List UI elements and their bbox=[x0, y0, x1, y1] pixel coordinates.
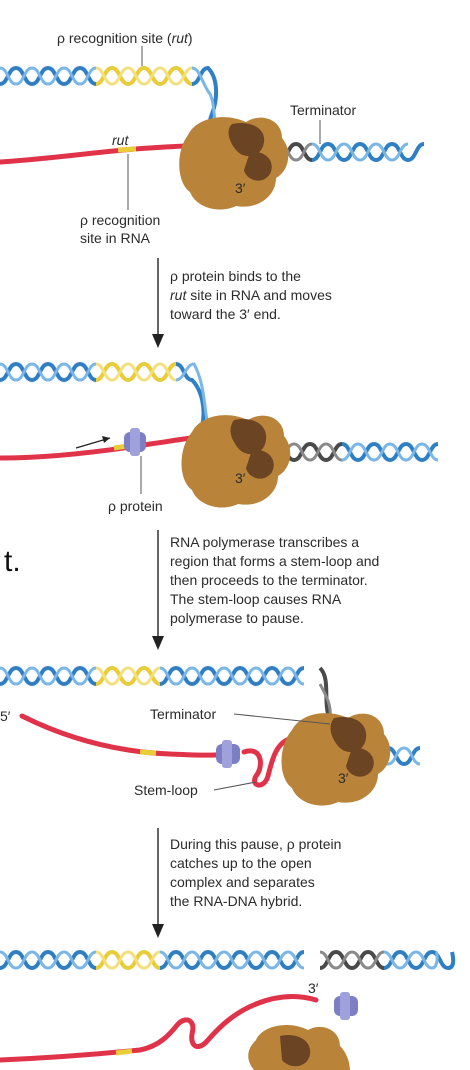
rho-protein-2 bbox=[124, 428, 146, 456]
step2-line3: then proceeds to the terminator. bbox=[170, 572, 368, 588]
panel-2 bbox=[0, 361, 439, 508]
step-arrow-1 bbox=[152, 258, 164, 348]
three-prime-label-4: 3′ bbox=[308, 980, 319, 996]
step-arrow-3 bbox=[152, 828, 164, 938]
step3-line2: catches up to the open bbox=[170, 855, 312, 871]
panel-1 bbox=[0, 46, 425, 210]
step2-line1: RNA polymerase transcribes a bbox=[170, 534, 360, 550]
five-prime-label: 5′ bbox=[0, 708, 11, 724]
rna-rut-site-1 bbox=[117, 146, 137, 153]
step1-rut: rut bbox=[170, 287, 187, 303]
movement-arrow bbox=[75, 436, 111, 449]
step2-line2: region that forms a stem-loop and bbox=[170, 553, 380, 569]
terminator-label-top: Terminator bbox=[290, 102, 357, 118]
terminator-leader-3 bbox=[233, 713, 331, 725]
three-prime-label-3: 3′ bbox=[338, 770, 349, 786]
step-text-1: ρ protein binds to the rut site in RNA a… bbox=[170, 267, 332, 324]
terminator-label-mid: Terminator bbox=[150, 706, 217, 722]
step3-line4: the RNA-DNA hybrid. bbox=[170, 893, 303, 909]
rna-rut-site-3 bbox=[139, 749, 157, 756]
rna-site-label-line2: site in RNA bbox=[80, 230, 151, 246]
stem-loop-leader bbox=[213, 781, 257, 791]
rho-protein-3 bbox=[216, 740, 240, 768]
step-text-3: During this pause, ρ protein catches up … bbox=[170, 835, 341, 911]
rna-polymerase-3 bbox=[281, 713, 391, 806]
panel-4 bbox=[0, 949, 456, 1070]
rna-polymerase-1 bbox=[179, 117, 289, 210]
step-arrow-2 bbox=[152, 530, 164, 650]
panel-3 bbox=[0, 665, 421, 806]
dna-helix-2 bbox=[0, 361, 439, 463]
rna-polymerase-2 bbox=[181, 415, 291, 508]
step3-line3: complex and separates bbox=[170, 874, 315, 890]
rna-site-label-line1: ρ recognition bbox=[80, 212, 161, 228]
rna-rut-site-4 bbox=[115, 1048, 133, 1056]
rna-strand-4 bbox=[0, 994, 319, 1063]
rut-site-title-post: ) bbox=[187, 30, 193, 46]
rho-protein-label: ρ protein bbox=[108, 498, 163, 514]
three-prime-label-2: 3′ bbox=[235, 470, 246, 486]
step2-line4: The stem-loop causes RNA bbox=[170, 591, 342, 607]
step3-line1: During this pause, ρ protein bbox=[170, 836, 342, 852]
rut-site-title-pre: ρ recognition site ( bbox=[57, 30, 172, 46]
step-text-2: RNA polymerase transcribes a region that… bbox=[170, 533, 379, 628]
step2-line5: polymerase to pause. bbox=[170, 610, 304, 626]
rna-polymerase-4 bbox=[248, 1025, 350, 1070]
step1-line2: rut site in RNA and moves bbox=[170, 286, 332, 305]
rho-protein-4 bbox=[334, 992, 358, 1020]
step1-line3: toward the 3′ end. bbox=[170, 306, 281, 322]
step1-line2-rest: site in RNA and moves bbox=[186, 287, 332, 303]
rut-label: rut bbox=[112, 132, 129, 148]
rut-site-title-italic: rut bbox=[171, 30, 188, 46]
dna-helix-4 bbox=[0, 949, 456, 971]
three-prime-label-1: 3′ bbox=[235, 180, 246, 196]
step1-line1: ρ protein binds to the bbox=[170, 268, 301, 284]
rut-site-title: ρ recognition site (rut) bbox=[57, 30, 193, 47]
edge-text-fragment: t. bbox=[4, 545, 21, 578]
stem-loop-label: Stem-loop bbox=[134, 782, 198, 798]
